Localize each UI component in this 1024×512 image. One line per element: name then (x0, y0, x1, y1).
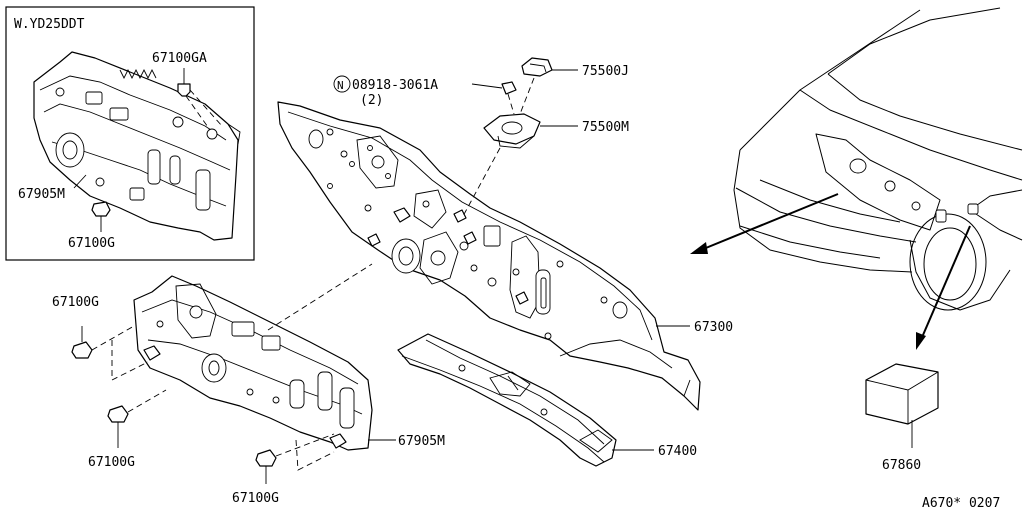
sealant-block-67860 (865, 363, 939, 448)
dash-mount-mount (519, 77, 535, 115)
nut-08918-3061A: N 08918-3061A (2) (333, 75, 517, 108)
diagram-code: A670* 0207 (922, 496, 1000, 511)
dash-mount-panel (461, 147, 501, 219)
vehicle-outline (690, 7, 1023, 350)
label-67905M: 67905M (398, 434, 445, 449)
label-67300: 67300 (694, 320, 733, 335)
inset-panel: W.YD25DDT (5, 6, 255, 261)
label-67100G-middle: 67100G (88, 455, 135, 470)
clip-67100G-bottom (255, 433, 335, 484)
dash-insulator-panel (267, 263, 373, 331)
clip-67100G-upper (71, 325, 149, 381)
label-08918-3061A: 08918-3061A (352, 78, 438, 93)
dash-nut-mount (507, 93, 515, 115)
cross-member-67400 (397, 333, 617, 467)
inset-title: W.YD25DDT (14, 17, 85, 32)
label-75500M: 75500M (582, 120, 629, 135)
label-75500J: 75500J (582, 64, 629, 79)
clip-67100G-middle (107, 389, 167, 448)
leader-inset-67905M (73, 174, 87, 189)
nut-marker-N: N (337, 79, 344, 92)
label-inset-67100G: 67100G (68, 236, 115, 251)
leader-08918-3061A (471, 83, 503, 89)
mount-75500M (483, 113, 578, 149)
insulator-67905M (133, 275, 373, 451)
label-67100G-upper: 67100G (52, 295, 99, 310)
inset-screw-67100GA (177, 68, 223, 131)
label-67400: 67400 (658, 444, 697, 459)
label-nut-qty: (2) (360, 93, 383, 108)
dash-panel-67300 (277, 101, 701, 411)
mount-75500J (521, 57, 578, 77)
label-inset-67905M: 67905M (18, 187, 65, 202)
inset-insulator-67905M (33, 51, 241, 241)
label-67100GA: 67100GA (152, 51, 207, 66)
label-67100G-bottom: 67100G (232, 491, 279, 506)
label-67860: 67860 (882, 458, 921, 473)
inset-clip-67100G (91, 201, 111, 232)
